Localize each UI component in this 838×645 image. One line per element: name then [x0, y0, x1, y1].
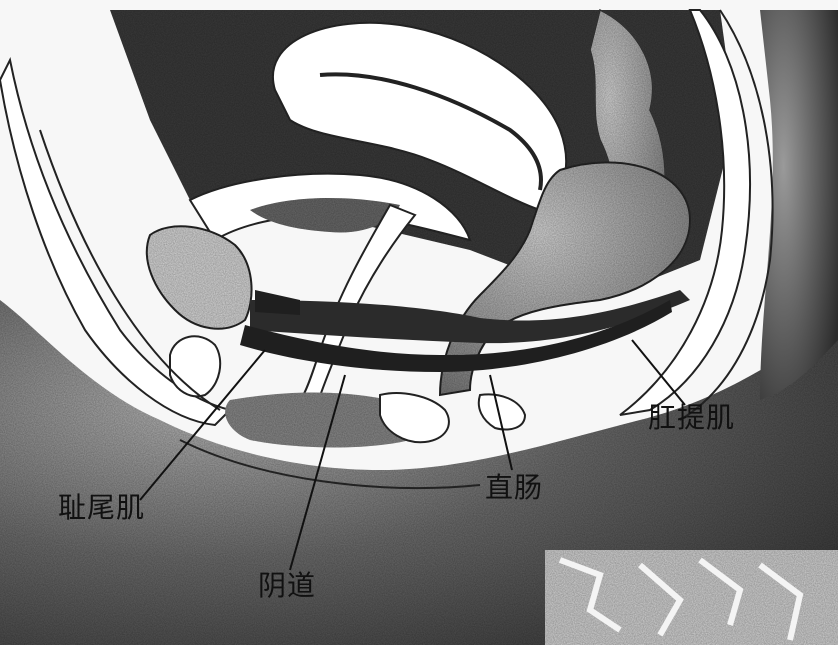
label-levator-ani: 肛提肌	[648, 404, 735, 432]
label-pubococcygeus: 耻尾肌	[58, 494, 145, 522]
label-rectum: 直肠	[485, 474, 543, 502]
label-vagina: 阴道	[258, 572, 316, 600]
